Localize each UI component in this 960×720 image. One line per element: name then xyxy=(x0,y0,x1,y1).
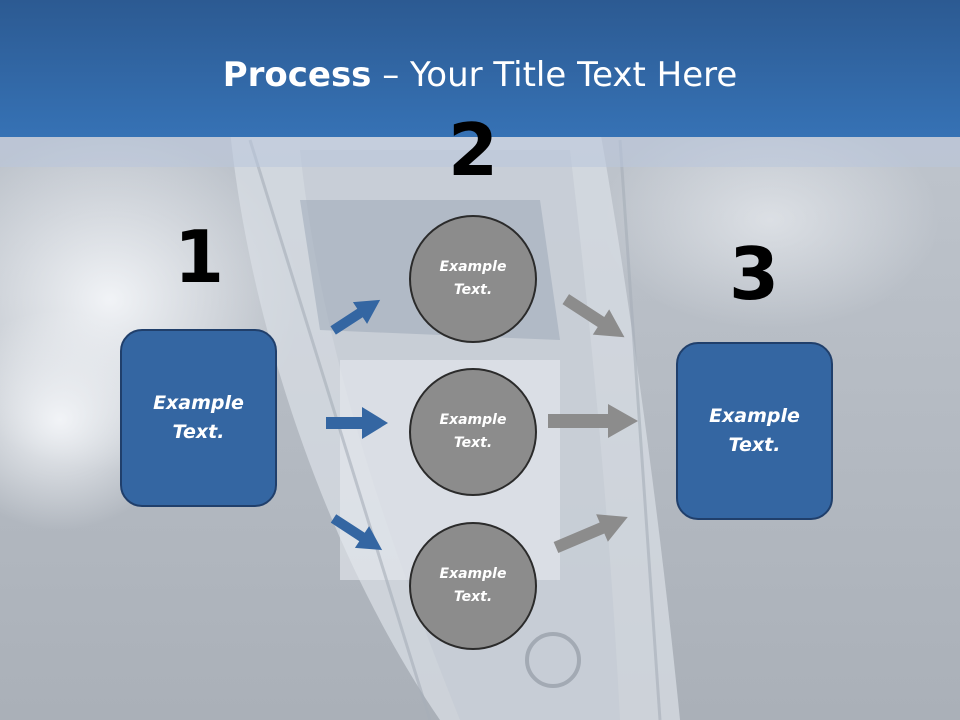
blue-arrow-up xyxy=(330,299,381,335)
step-number-1: 1 xyxy=(173,215,225,299)
step-3-box: Example Text. xyxy=(676,342,833,520)
title-bold: Process xyxy=(222,55,372,95)
step-2-circle-3: Example Text. xyxy=(409,522,537,650)
slide-title: Process – Your Title Text Here xyxy=(0,55,960,95)
title-band xyxy=(0,137,960,167)
gray-arrow-up xyxy=(553,514,628,554)
title-bar xyxy=(0,0,960,137)
title-rest: – Your Title Text Here xyxy=(371,55,738,95)
step-1-text: Example Text. xyxy=(153,392,244,443)
circle-1-text: Example Text. xyxy=(439,259,507,298)
blue-arrow-down xyxy=(330,514,383,551)
circle-2-text: Example Text. xyxy=(439,412,507,451)
step-2-circle-1: Example Text. xyxy=(409,215,537,343)
step-number-3: 3 xyxy=(728,232,780,316)
step-3-text: Example Text. xyxy=(709,405,800,456)
gray-arrow-right xyxy=(548,404,638,438)
step-1-box: Example Text. xyxy=(120,329,277,507)
gray-arrow-down xyxy=(562,294,625,338)
circle-3-text: Example Text. xyxy=(439,566,507,605)
step-number-2: 2 xyxy=(447,108,499,192)
step-2-circle-2: Example Text. xyxy=(409,368,537,496)
blue-arrow-right xyxy=(326,407,388,439)
